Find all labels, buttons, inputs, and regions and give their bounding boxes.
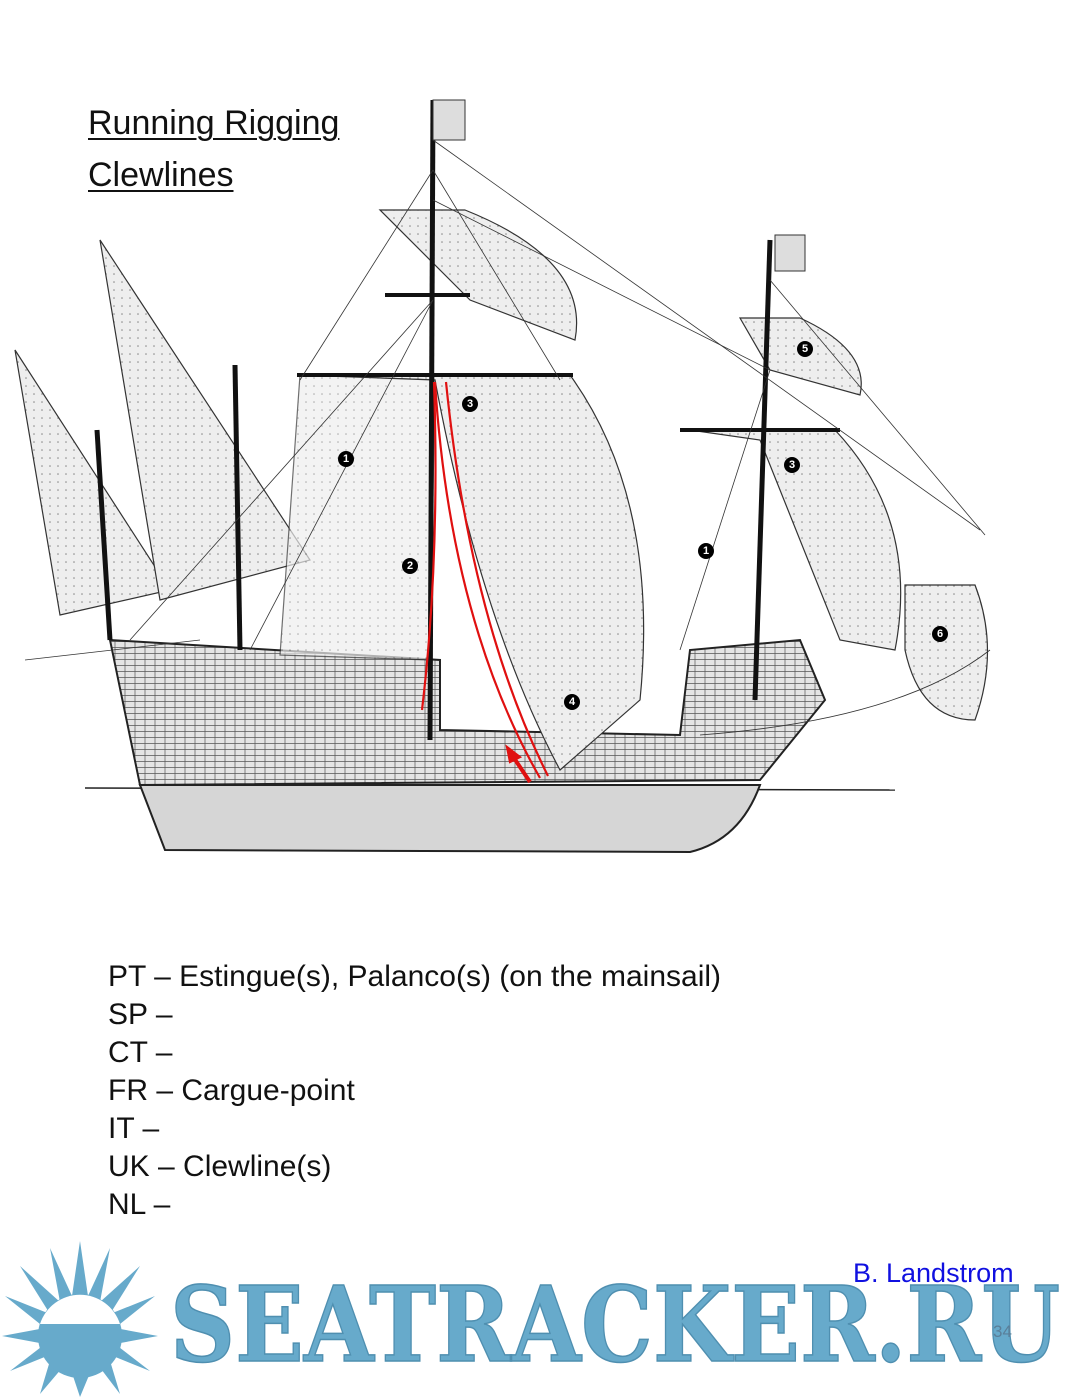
marker: 4 — [564, 694, 580, 710]
svg-text:4: 4 — [569, 696, 576, 708]
clewlines-highlight — [420, 381, 549, 784]
term-list: PT – Estingue(s), Palanco(s) (on the mai… — [108, 958, 721, 1224]
term-uk: UK – Clewline(s) — [108, 1150, 332, 1183]
marker: 6 — [932, 626, 948, 642]
ship-illustration: 1 2 3 4 1 3 5 6 — [14, 99, 991, 854]
hull — [108, 638, 827, 787]
marker: 5 — [797, 341, 813, 357]
sun-icon — [2, 1241, 158, 1397]
term-nl: NL – — [108, 1188, 171, 1221]
svg-text:6: 6 — [937, 628, 943, 640]
term-sp: SP – — [108, 998, 173, 1031]
page-number: 34 — [993, 1322, 1012, 1341]
watermark-text: SEATRACKER.RU — [170, 1263, 1060, 1386]
sails — [14, 209, 989, 771]
term-fr: FR – Cargue-point — [108, 1074, 355, 1107]
svg-text:3: 3 — [467, 398, 473, 410]
marker: 3 — [784, 457, 800, 473]
flag — [432, 99, 466, 141]
marker: 1 — [698, 543, 714, 559]
term-it: IT – — [108, 1112, 160, 1145]
term-pt: PT – Estingue(s), Palanco(s) (on the mai… — [108, 960, 722, 993]
image-credit: B. Landstrom — [853, 1258, 1014, 1288]
flag — [774, 234, 806, 272]
heading-running-rigging: Running Rigging — [88, 104, 340, 142]
heading-clewlines: Clewlines — [88, 156, 234, 194]
svg-text:1: 1 — [703, 545, 709, 557]
marker: 1 — [338, 451, 354, 467]
marker: 2 — [402, 558, 418, 574]
svg-text:2: 2 — [407, 560, 413, 572]
watermark-logo: SEATRACKER.RU — [2, 1241, 1061, 1397]
svg-text:3: 3 — [789, 459, 795, 471]
svg-text:5: 5 — [802, 343, 808, 355]
marker: 3 — [462, 396, 478, 412]
term-ct: CT – — [108, 1036, 173, 1069]
svg-text:1: 1 — [343, 453, 349, 465]
hull-underwater — [138, 784, 762, 854]
sail-markers: 1 2 3 4 1 3 5 6 — [338, 341, 948, 710]
